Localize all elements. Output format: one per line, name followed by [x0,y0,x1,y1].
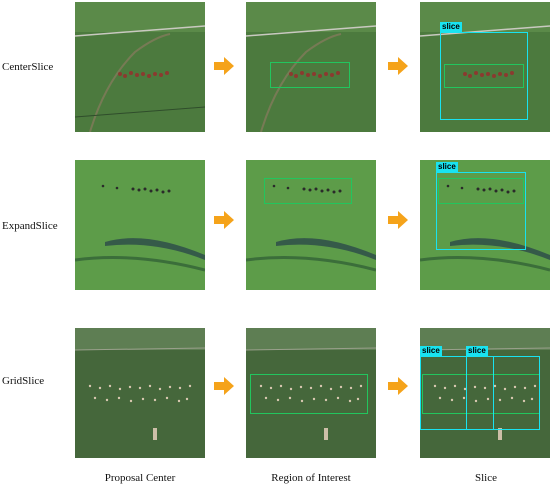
image-gridslice-proposal-center [75,328,205,458]
slice-tag: slice [440,22,462,32]
slice-box-centerslice [440,32,528,120]
slice-box-expandslice [436,172,526,250]
roi-box-expandslice-slice [438,178,524,204]
arrow-right-icon [214,57,234,75]
slice-tag: slice [436,162,458,172]
image-centerslice-proposal-center [75,2,205,132]
row-label-expandslice: ExpandSlice [2,220,58,232]
image-expandslice-slice [420,160,550,290]
col-label-region-of-interest: Region of Interest [271,472,351,484]
slice-tag: slice [420,346,442,356]
image-expandslice-roi [246,160,376,290]
row-label-gridslice: GridSlice [2,375,45,387]
row-label-centerslice: CenterSlice [2,61,54,73]
arrow-right-icon [388,211,408,229]
arrow-right-icon [214,377,234,395]
slice-box-gridslice-right [466,356,540,430]
roi-box-gridslice [250,374,368,414]
roi-box-centerslice [270,62,350,88]
arrow-right-icon [214,211,234,229]
col-label-slice: Slice [475,472,497,484]
image-gridslice-roi [246,328,376,458]
slice-tag: slice [466,346,488,356]
image-expandslice-proposal-center [75,160,205,290]
arrow-right-icon [388,57,408,75]
arrow-right-icon [388,377,408,395]
roi-box-centerslice-slice [444,64,524,88]
roi-box-expandslice [264,178,352,204]
col-label-proposal-center: Proposal Center [104,472,176,484]
image-centerslice-roi [246,2,376,132]
slice-box-gridslice-left [420,356,494,430]
